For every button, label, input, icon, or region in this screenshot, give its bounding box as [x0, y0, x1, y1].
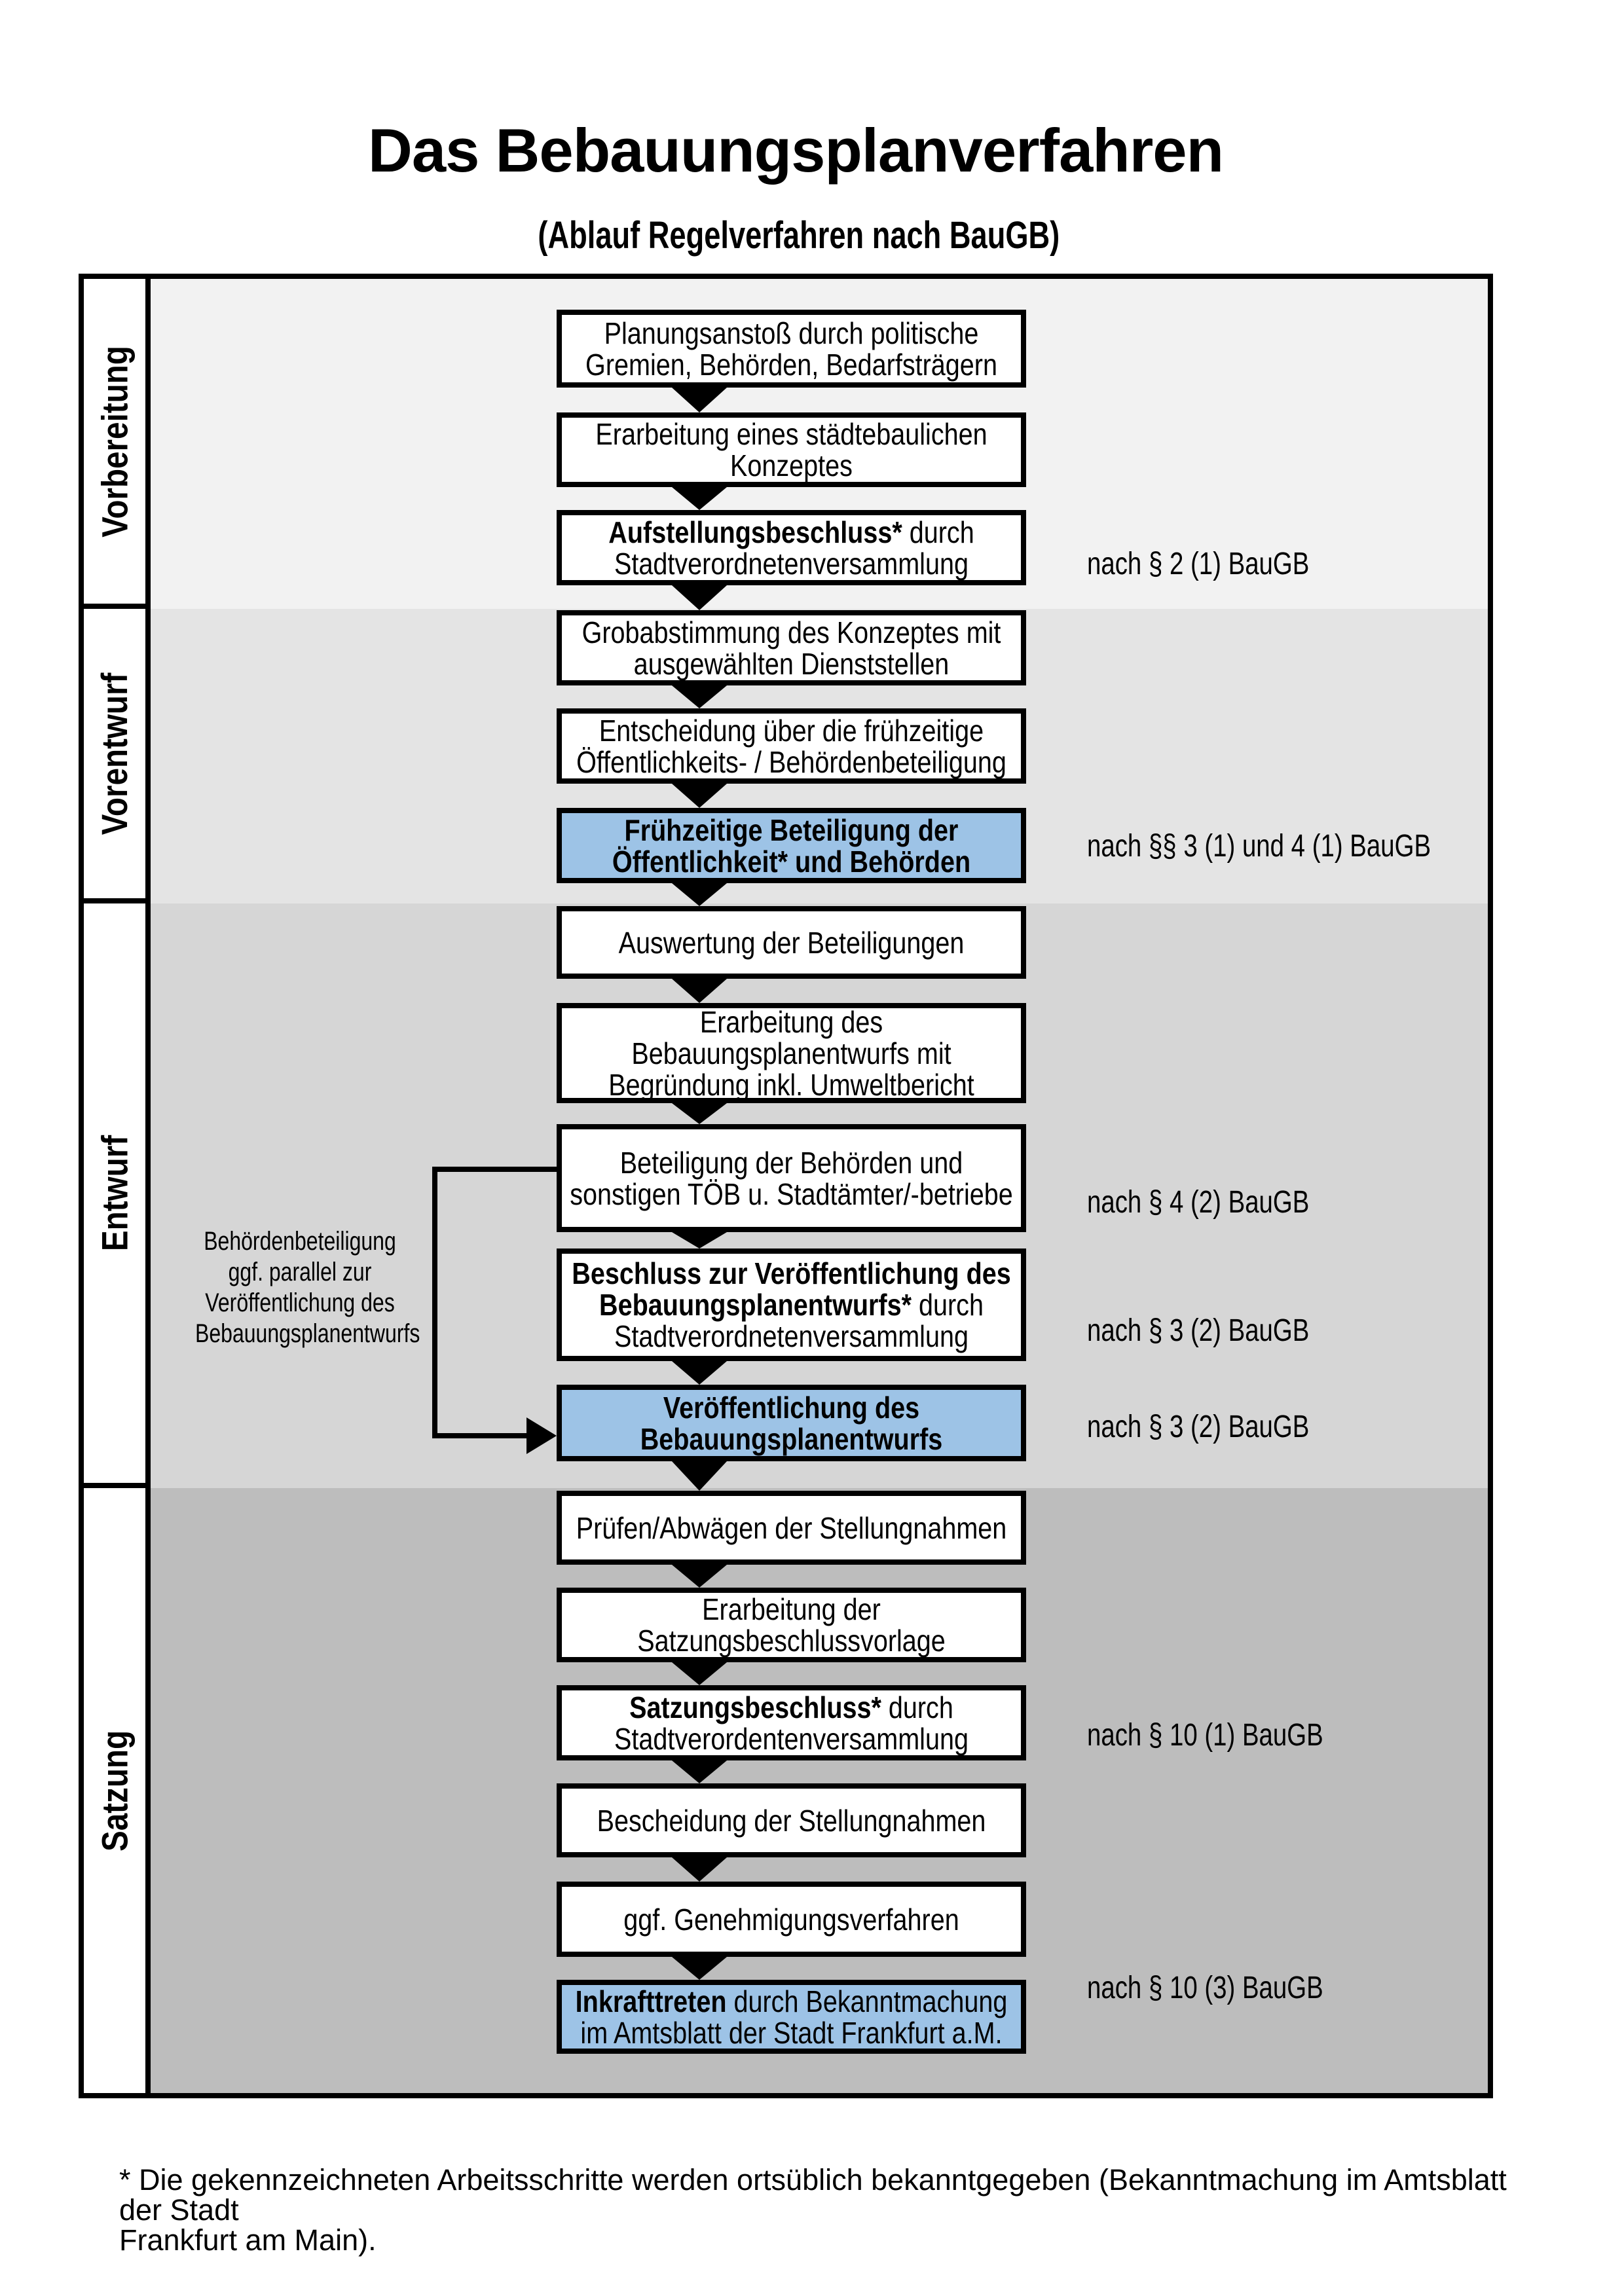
flow-step-text: ggf. Genehmigungsverfahren [623, 1902, 959, 1937]
arrow-down-icon [672, 1565, 727, 1588]
arrow-right-icon [526, 1417, 557, 1454]
legal-reference: nach § 4 (2) BauGB [1087, 1185, 1310, 1220]
phase-label-cell-entwurf: Entwurf [84, 903, 145, 1488]
arrow-down-icon [672, 1361, 727, 1385]
parallel-connector-top-line [436, 1167, 557, 1172]
phase-label: Entwurf [94, 1135, 136, 1252]
arrow-down-icon [672, 1232, 727, 1248]
phase-label: Vorentwurf [94, 672, 136, 835]
legal-reference: nach §§ 3 (1) und 4 (1) BauGB [1087, 829, 1431, 864]
arrow-down-icon [672, 784, 727, 808]
arrow-down-icon [672, 585, 727, 610]
flow-step-text: Bescheidung der Stellungnahmen [597, 1803, 986, 1838]
flow-step-12: Prüfen/Abwägen der Stellungnahmen [557, 1491, 1026, 1565]
arrow-down-icon [672, 388, 727, 412]
parallel-connector-bottom-line [436, 1433, 528, 1438]
arrow-down-icon [672, 1760, 727, 1783]
footnote: * Die gekennzeichneten Arbeitsschritte w… [119, 2163, 1507, 2257]
arrow-down-icon [672, 1103, 727, 1124]
arrow-down-icon [672, 1957, 727, 1980]
phase-label-cell-vorbereitung: Vorbereitung [84, 279, 145, 609]
page-title: Das Bebauungsplanverfahren [367, 116, 1224, 185]
page-subtitle: (Ablauf Regelverfahren nach BauGB) [0, 213, 1598, 257]
page-subtitle-text: (Ablauf Regelverfahren nach BauGB) [538, 214, 1060, 257]
arrow-down-icon [672, 1662, 727, 1685]
arrow-down-icon [672, 685, 727, 708]
parallel-connector-vertical-line [432, 1167, 437, 1438]
arrow-down-icon [672, 1857, 727, 1882]
arrow-down-icon [672, 883, 727, 906]
flow-step-15: Bescheidung der Stellungnahmen [557, 1783, 1026, 1857]
legal-reference: nach § 3 (2) BauGB [1087, 1313, 1310, 1348]
flow-step-16: ggf. Genehmigungsverfahren [557, 1882, 1026, 1957]
arrow-down-icon [672, 487, 727, 510]
flow-step-text: Auswertung der Beteiligungen [618, 925, 965, 960]
phase-label-cell-satzung: Satzung [84, 1488, 145, 2093]
phase-label: Satzung [94, 1730, 136, 1851]
legal-reference: nach § 10 (1) BauGB [1087, 1718, 1323, 1753]
legal-reference: nach § 2 (1) BauGB [1087, 547, 1310, 581]
flow-step-7: Auswertung der Beteiligungen [557, 906, 1026, 979]
arrow-down-icon [672, 979, 727, 1003]
flow-step-text: Prüfen/Abwägen der Stellungnahmen [576, 1510, 1007, 1545]
legal-reference: nach § 3 (2) BauGB [1087, 1410, 1310, 1444]
phase-label: Vorbereitung [94, 345, 136, 538]
arrow-down-icon [672, 1461, 727, 1491]
phase-label-cell-vorentwurf: Vorentwurf [84, 609, 145, 903]
legal-reference: nach § 10 (3) BauGB [1087, 1971, 1323, 2005]
